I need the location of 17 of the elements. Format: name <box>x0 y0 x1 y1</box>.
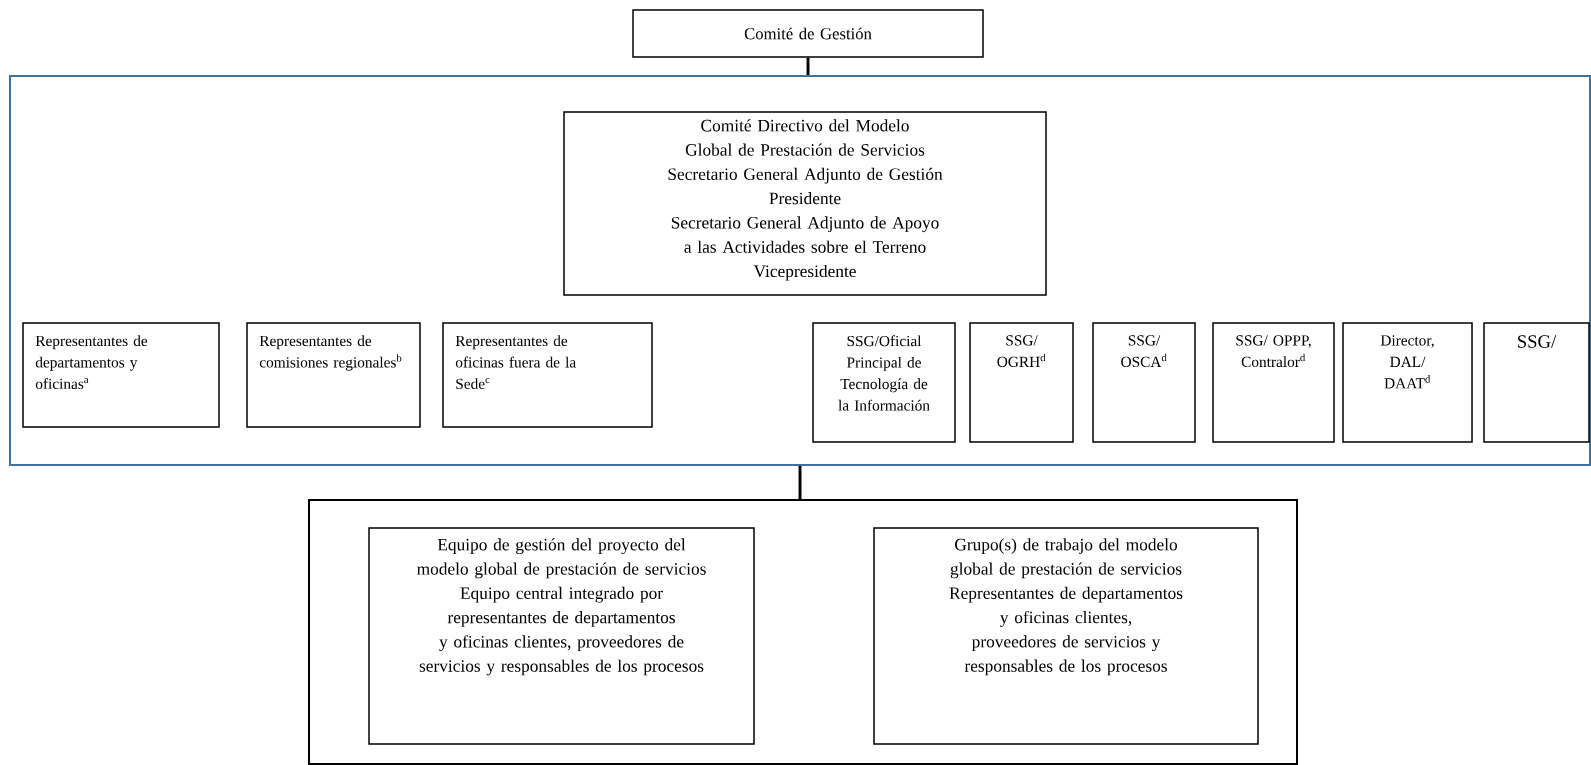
group-panel <box>9 75 1591 466</box>
org-box: SSG/ <box>1483 322 1590 443</box>
org-box: Equipo de gestión del proyecto del modelo global de prestación de servicios Equipo central integrado por representantes de departamentos y oficinas clientes, proveedores de servicios y responsables de los procesos <box>368 527 755 745</box>
org-box: Representantes de departamentos y oficinas$^{a}$ <box>22 322 220 428</box>
org-box: Representantes de oficinas fuera de la Sede$^{c}$ <box>442 322 653 428</box>
org-box: SSG/Oficial Principal de Tecnología de la Información <box>812 322 956 443</box>
org-box: SSG/ OSCA$^{d}$ <box>1092 322 1196 443</box>
group-panel <box>308 499 1298 765</box>
connector-line <box>798 466 802 499</box>
org-box: Grupo(s) de trabajo del modelo global de prestación de servicios Representantes de departamentos y oficinas clientes, proveedores de servicios y responsables de los procesos <box>873 527 1259 745</box>
org-box: Comité Directivo del Modelo Global de Prestación de Servicios Secretario General Adjunto de Gestión Presidente Secretario General Adjunto de Apoyo a las Actividades sobre el Terreno Vicepresidente <box>563 111 1047 296</box>
org-box: SSG/ OGRH$^{d}$ <box>969 322 1074 443</box>
org-box: SSG/ OPPP, Contralor$^{d}$ <box>1212 322 1335 443</box>
connector-line <box>806 57 810 75</box>
org-box: Representantes de comisiones regionales$^{b}$ <box>246 322 421 428</box>
org-box: Comité de Gestión <box>632 9 984 58</box>
org-box: Director, DAL/ DAAT$^{d}$ <box>1342 322 1473 443</box>
